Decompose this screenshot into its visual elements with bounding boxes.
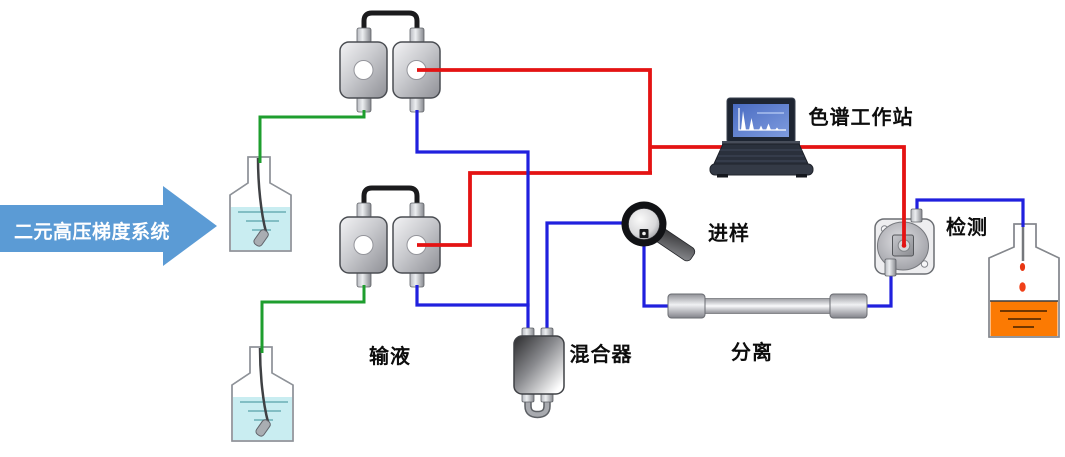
solvent-bottle-b-icon	[231, 346, 294, 442]
flow-lines	[415, 110, 1025, 334]
flow-injector-to-column	[642, 243, 672, 308]
injector-icon	[621, 201, 696, 262]
pumps-label: 输液	[369, 344, 411, 368]
flow-mixer-to-injector	[545, 221, 624, 334]
system-arrow	[0, 186, 217, 266]
injector-label: 进样	[708, 221, 750, 245]
signal-cable-pump-a	[417, 68, 652, 175]
solvent-line-b	[260, 285, 366, 353]
mixer-icon	[513, 327, 565, 419]
mixer-label: 混合器	[569, 342, 633, 366]
drop-icon	[1019, 282, 1026, 292]
solvent-line-a	[258, 110, 366, 163]
flow-detector-to-waste	[915, 198, 1025, 227]
flow-pump-a-to-mixer	[415, 110, 530, 334]
laptop-screen	[733, 104, 789, 137]
waste-bottle-icon	[988, 223, 1060, 338]
pump-b-icon	[339, 185, 441, 288]
pump-bridge-tube-icon	[361, 10, 420, 31]
system-arrow-label: 二元高压梯度系统	[13, 221, 171, 243]
pump-a-icon	[339, 10, 441, 113]
inlet-filter-icon	[253, 229, 269, 247]
detector-ports	[884, 208, 923, 277]
detector-label: 检测	[946, 215, 988, 239]
column-label: 分离	[731, 340, 773, 364]
drop-icon	[1019, 263, 1026, 271]
workstation-label: 色谱工作站	[808, 105, 914, 129]
pump-bridge-tube-icon	[361, 185, 420, 206]
flow-pump-b-to-junction	[415, 285, 530, 307]
signal-cable-pump-b	[417, 171, 652, 247]
flow-column-to-detector	[864, 262, 893, 308]
inlet-filter-icon	[255, 419, 271, 437]
column-icon	[667, 293, 868, 319]
workstation-icon	[709, 97, 814, 178]
mixer-u-tube-icon	[525, 399, 550, 417]
solvent-lines	[258, 110, 366, 353]
solvent-bottle-a-icon	[229, 156, 292, 252]
